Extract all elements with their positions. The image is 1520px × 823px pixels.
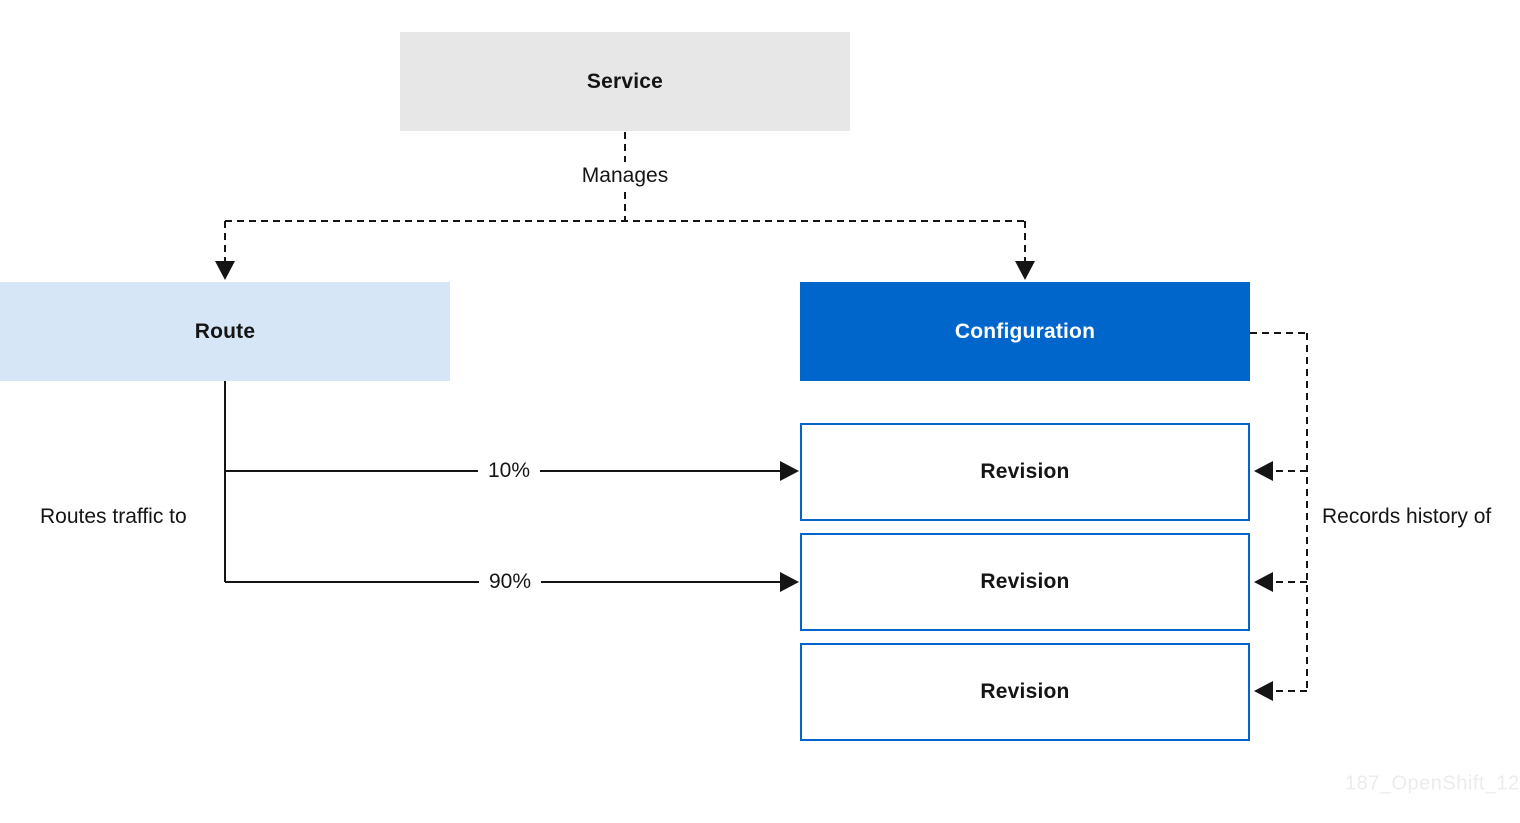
routes-traffic-to-label: Routes traffic to — [40, 505, 187, 528]
arrowhead-right-revision-2 — [780, 572, 799, 592]
revision-node-1: Revision — [800, 423, 1250, 521]
arrowhead-right-revision-1 — [780, 461, 799, 481]
revision-node-3: Revision — [800, 643, 1250, 741]
route-node: Route — [0, 282, 450, 381]
service-node-label: Service — [586, 69, 664, 93]
manages-edge-label: Manages — [571, 162, 679, 190]
configuration-node-label: Configuration — [954, 319, 1096, 343]
arrowhead-left-revision-2 — [1254, 572, 1273, 592]
arrowhead-down-route — [215, 261, 235, 280]
arrowhead-left-revision-3 — [1254, 681, 1273, 701]
revision-node-2: Revision — [800, 533, 1250, 631]
service-node: Service — [400, 32, 850, 131]
arrowhead-down-configuration — [1015, 261, 1035, 280]
revision-node-3-label: Revision — [980, 680, 1070, 703]
configuration-node: Configuration — [800, 282, 1250, 381]
records-history-of-label: Records history of — [1322, 505, 1492, 528]
watermark-text: 187_OpenShift_1221 — [1345, 772, 1520, 795]
revision-node-1-label: Revision — [980, 460, 1070, 483]
traffic-percent-90-label: 90% — [478, 568, 542, 596]
traffic-percent-10-label: 10% — [477, 457, 541, 485]
arrowhead-left-revision-1 — [1254, 461, 1273, 481]
route-node-label: Route — [194, 319, 256, 343]
revision-node-2-label: Revision — [980, 570, 1070, 593]
